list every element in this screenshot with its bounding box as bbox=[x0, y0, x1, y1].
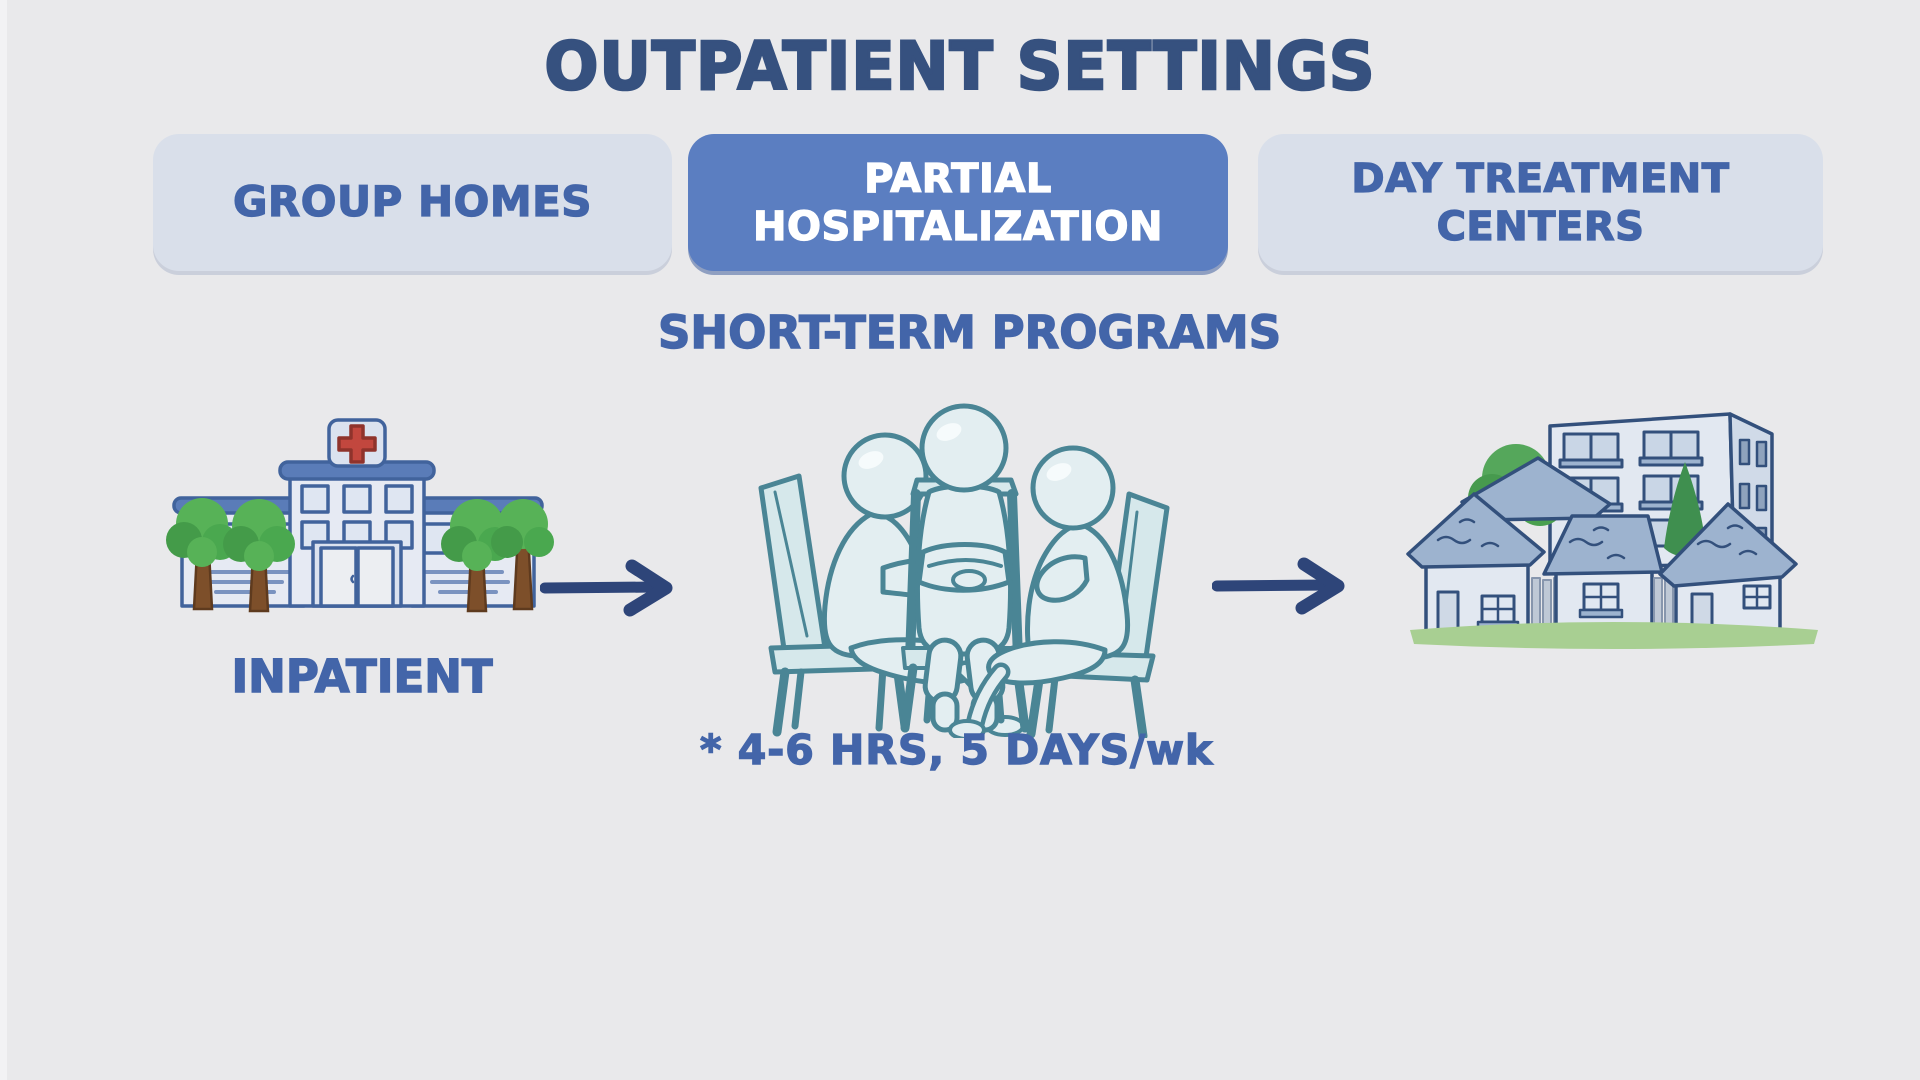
grass bbox=[1410, 622, 1818, 649]
hospital-icon bbox=[166, 418, 554, 613]
schedule-note: * 4-6 HRS, 5 DAYS/wk bbox=[699, 725, 1214, 774]
group-therapy-illustration bbox=[733, 396, 1193, 741]
group-therapy-icon bbox=[758, 403, 1170, 741]
box-day-treatment-label-line2: CENTERS bbox=[1436, 203, 1645, 250]
page-title: OUTPATIENT SETTINGS bbox=[543, 27, 1376, 107]
trees-right bbox=[441, 499, 554, 613]
hospital-door-left bbox=[319, 546, 358, 608]
person-middle bbox=[914, 403, 1014, 733]
neighborhood-icon bbox=[1406, 412, 1818, 649]
box-day-treatment-centers: DAY TREATMENT CENTERS bbox=[1258, 134, 1823, 271]
left-edge-highlight bbox=[0, 0, 7, 1080]
subtitle-short-term-programs: SHORT-TERM PROGRAMS bbox=[657, 305, 1282, 359]
hospital-door-right bbox=[356, 546, 395, 608]
hospital-illustration bbox=[162, 414, 554, 619]
box-group-homes: GROUP HOMES bbox=[153, 134, 672, 271]
chair-left bbox=[758, 473, 910, 737]
house-middle bbox=[1542, 514, 1664, 636]
box-day-treatment-label-line1: DAY TREATMENT bbox=[1351, 155, 1730, 202]
trees-left bbox=[166, 498, 295, 613]
neighborhood-illustration bbox=[1398, 402, 1828, 654]
arrow-right-icon bbox=[1211, 556, 1362, 616]
box-partial-label-line1: PARTIAL bbox=[863, 155, 1052, 202]
hand-on-chest bbox=[1034, 554, 1090, 603]
inpatient-label: INPATIENT bbox=[231, 649, 494, 704]
box-partial-label-line2: HOSPITALIZATION bbox=[752, 203, 1163, 250]
red-cross-icon bbox=[337, 424, 377, 464]
tree-conical bbox=[1664, 462, 1706, 557]
box-group-homes-label: GROUP HOMES bbox=[232, 177, 593, 227]
box-partial-hospitalization: PARTIAL HOSPITALIZATION bbox=[688, 134, 1228, 271]
house-right bbox=[1658, 502, 1798, 636]
person-right bbox=[948, 445, 1131, 741]
arrow-right-icon bbox=[539, 558, 690, 618]
